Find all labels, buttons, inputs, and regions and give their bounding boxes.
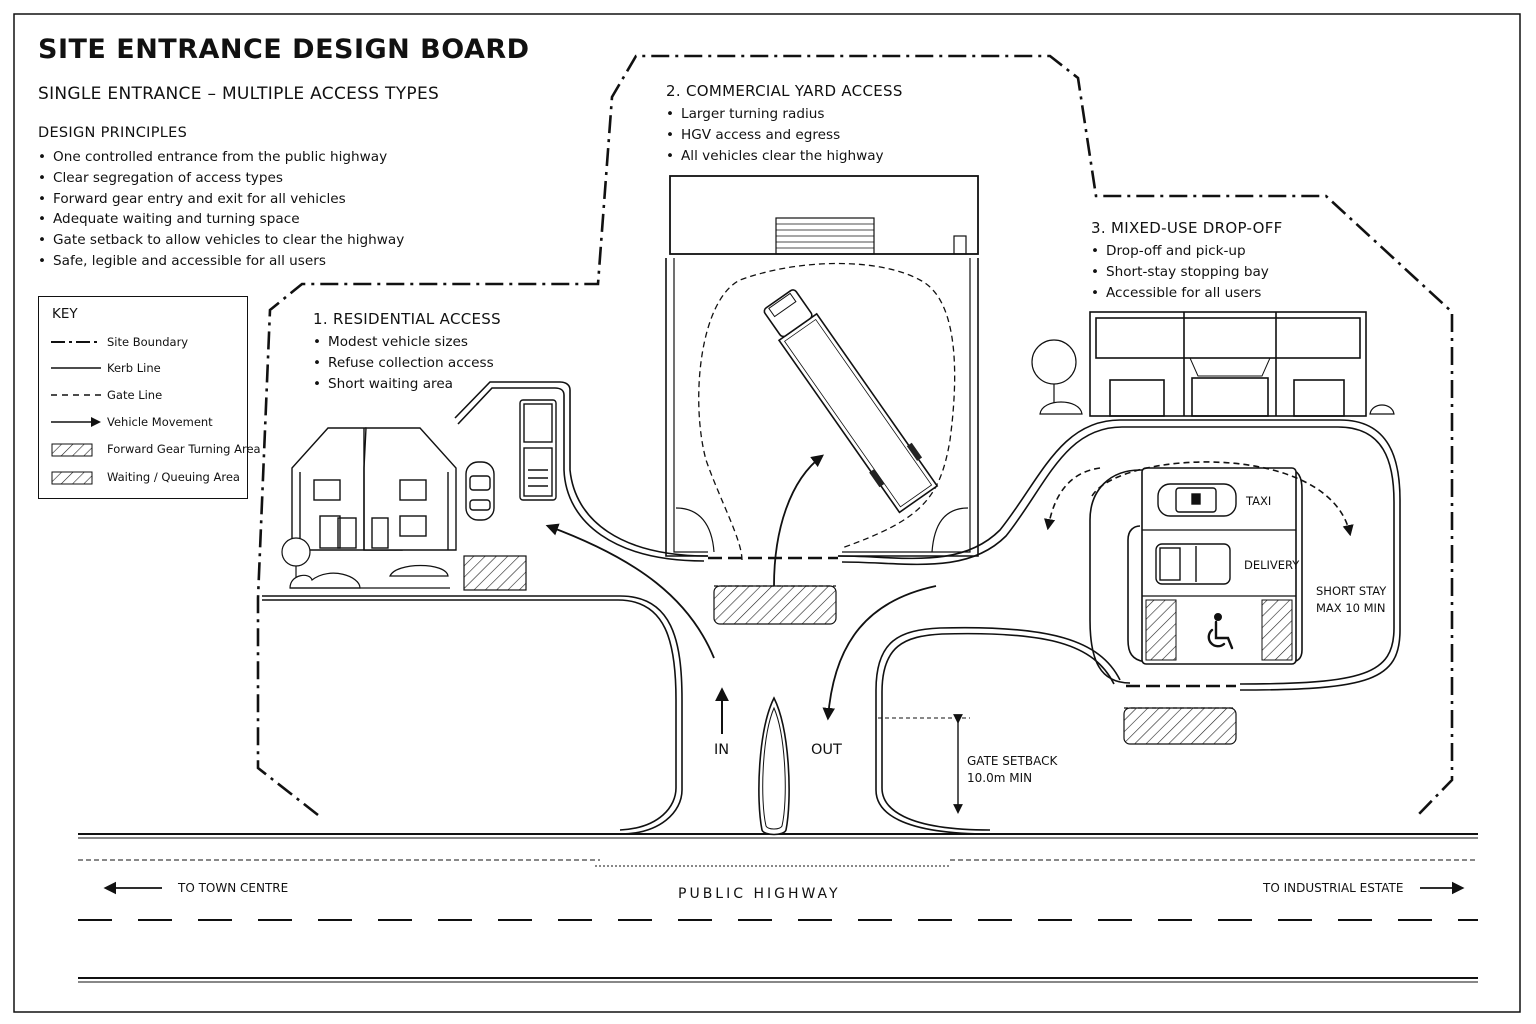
- key-row-site-boundary: Site Boundary: [39, 333, 249, 353]
- key-label: Forward Gear Turning Area: [107, 442, 261, 456]
- in-label: IN: [714, 742, 730, 758]
- commercial-points: Larger turning radius HGV access and egr…: [666, 104, 884, 166]
- commercial-point: All vehicles clear the highway: [666, 146, 884, 167]
- out-arrow: [822, 585, 937, 721]
- residential-car: [465, 461, 495, 521]
- residential-houses: [291, 427, 457, 551]
- mixed-use-building: [1089, 311, 1367, 417]
- principles-heading: DESIGN PRINCIPLES: [38, 125, 188, 141]
- out-label: OUT: [811, 742, 842, 758]
- mixed-point: Accessible for all users: [1091, 283, 1269, 304]
- to-town-label: TO TOWN CENTRE: [178, 881, 289, 895]
- taxi-label: TAXI: [1246, 494, 1272, 508]
- taxi-vehicle: [1157, 483, 1237, 517]
- key-label: Vehicle Movement: [107, 415, 213, 429]
- gate-setback-distance: 10.0m MIN: [967, 771, 1033, 785]
- key-row-waiting-area: Waiting / Queuing Area: [39, 468, 249, 488]
- commercial-waiting-area: [713, 585, 837, 625]
- principle-item: One controlled entrance from the public …: [38, 147, 404, 168]
- key-label: Gate Line: [107, 388, 163, 402]
- residential-point: Short waiting area: [313, 374, 494, 395]
- dropoff-loop-arrow: [1091, 461, 1354, 537]
- board-title: SITE ENTRANCE DESIGN BOARD: [38, 34, 530, 65]
- refuse-truck: [519, 399, 557, 501]
- hatch-icon: [51, 443, 93, 457]
- mixed-point: Short-stay stopping bay: [1091, 262, 1269, 283]
- mixed-title: 3. MIXED-USE DROP-OFF: [1091, 219, 1283, 237]
- principles-list: One controlled entrance from the public …: [38, 147, 404, 272]
- board-frame: [13, 13, 1521, 1013]
- dashed-line-icon: [51, 394, 101, 396]
- accessible-bay-hatch-left: [1145, 599, 1177, 661]
- key-row-gate-line: Gate Line: [39, 386, 249, 406]
- residential-waiting-area: [463, 555, 527, 591]
- hgv-vehicle: [763, 289, 939, 514]
- key-row-vehicle-movement: Vehicle Movement: [39, 413, 249, 433]
- central-island: [758, 696, 790, 836]
- key-row-turning-area: Forward Gear Turning Area: [39, 440, 261, 460]
- principle-item: Adequate waiting and turning space: [38, 209, 404, 230]
- dropoff-exit-arrow: [1044, 467, 1101, 531]
- key-label: Waiting / Queuing Area: [107, 470, 240, 484]
- principle-item: Forward gear entry and exit for all vehi…: [38, 189, 404, 210]
- drop-off-waiting-area: [1123, 707, 1237, 745]
- board-subtitle: SINGLE ENTRANCE – MULTIPLE ACCESS TYPES: [38, 84, 440, 104]
- site-boundary: [256, 54, 1454, 817]
- hatch-icon: [51, 471, 93, 485]
- accessible-bay-hatch-right: [1261, 599, 1293, 661]
- residential-points: Modest vehicle sizes Refuse collection a…: [313, 332, 494, 394]
- principle-item: Safe, legible and accessible for all use…: [38, 251, 404, 272]
- commercial-yard: [665, 175, 979, 561]
- yard-entry-arrow: [773, 454, 825, 587]
- key-legend: KEY Site Boundary Kerb Line Gate Line Ve…: [38, 296, 261, 499]
- delivery-vehicle: [1155, 543, 1231, 585]
- commercial-title: 2. COMMERCIAL YARD ACCESS: [666, 82, 903, 100]
- key-label: Site Boundary: [107, 335, 189, 349]
- key-heading: KEY: [52, 306, 78, 322]
- gate-setback-dimension: [878, 714, 970, 814]
- wheelchair-icon: [1207, 613, 1234, 650]
- commercial-point: HGV access and egress: [666, 125, 884, 146]
- to-industrial-label: TO INDUSTRIAL ESTATE: [1263, 881, 1404, 895]
- short-stay-time-label: MAX 10 MIN: [1316, 601, 1386, 615]
- residential-point: Refuse collection access: [313, 353, 494, 374]
- gate-setback-label: GATE SETBACK: [967, 754, 1058, 768]
- commercial-point: Larger turning radius: [666, 104, 884, 125]
- kerb-lines: [262, 381, 1401, 835]
- delivery-label: DELIVERY: [1244, 558, 1300, 572]
- mixed-use-tree: [1031, 339, 1395, 415]
- residential-point: Modest vehicle sizes: [313, 332, 494, 353]
- principle-item: Gate setback to allow vehicles to clear …: [38, 230, 404, 251]
- highway-label: PUBLIC HIGHWAY: [678, 886, 841, 902]
- highway-lines: [78, 833, 1478, 983]
- residential-arrow: [545, 523, 715, 659]
- mixed-point: Drop-off and pick-up: [1091, 241, 1269, 262]
- key-label: Kerb Line: [107, 361, 161, 375]
- short-stay-label: SHORT STAY: [1316, 584, 1387, 598]
- residential-title: 1. RESIDENTIAL ACCESS: [313, 310, 501, 328]
- dash-dot-line-icon: [51, 341, 101, 343]
- arrow-icon: [51, 417, 101, 427]
- key-row-kerb-line: Kerb Line: [39, 359, 249, 379]
- mixed-points: Drop-off and pick-up Short-stay stopping…: [1091, 241, 1269, 303]
- solid-line-icon: [51, 367, 101, 369]
- principle-item: Clear segregation of access types: [38, 168, 404, 189]
- residential-trees: [281, 537, 450, 589]
